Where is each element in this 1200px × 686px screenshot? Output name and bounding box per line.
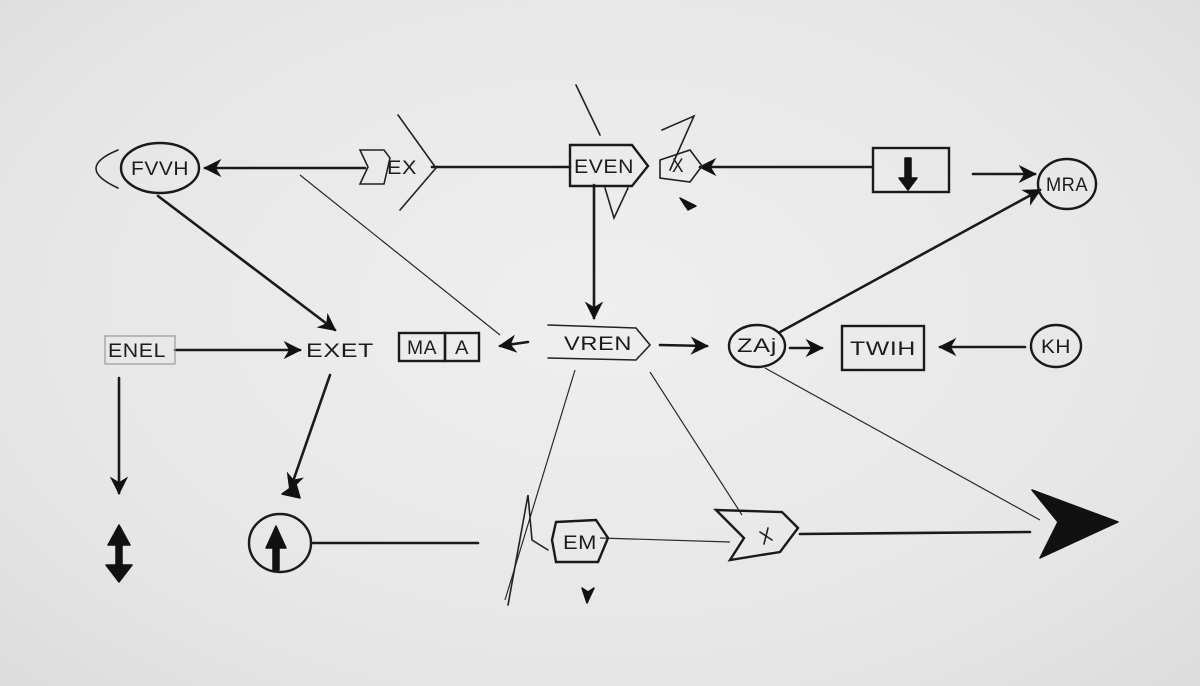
node-fvh[interactable]: FVVH xyxy=(95,141,201,195)
up-arrow-icon xyxy=(105,524,133,583)
node-zaj[interactable]: ZAj xyxy=(727,323,787,369)
node-enel-label: ENEL xyxy=(108,341,166,362)
down-arrow-icon xyxy=(898,157,918,191)
small-arrow-x-icon xyxy=(679,197,697,211)
edge-fvh-to-vren-thin xyxy=(299,174,501,336)
node-mra[interactable]: MRA xyxy=(1036,157,1098,211)
flame-stroke-left xyxy=(507,494,549,606)
node-fvh-label: FVVH xyxy=(131,159,189,180)
big-arrowhead-icon xyxy=(1031,489,1119,559)
node-kh-label: KH xyxy=(1041,337,1071,358)
node-twih[interactable]: TWIH xyxy=(840,324,926,372)
node-even[interactable]: EVEN xyxy=(568,143,650,188)
node-ex-shape xyxy=(358,149,391,185)
node-zaj-shape xyxy=(727,323,787,369)
node-x-label: X xyxy=(672,156,684,177)
node-zaj-label: ZAj xyxy=(737,336,777,357)
sketch-marks xyxy=(105,84,1119,606)
node-exet-label: EXET xyxy=(306,341,374,362)
node-em-shape xyxy=(550,518,610,564)
node-a[interactable]: A xyxy=(443,331,481,363)
node-down-box[interactable] xyxy=(871,146,951,194)
edge-vren-to-a xyxy=(498,334,530,353)
node-a-shape xyxy=(443,331,481,363)
node-out-chevron[interactable] xyxy=(713,508,800,562)
node-even-shape xyxy=(568,143,650,188)
even-triangle-stroke xyxy=(604,187,629,221)
node-vren-label: VREN xyxy=(564,334,632,355)
node-em[interactable]: EM xyxy=(550,518,610,564)
node-fvh-tail xyxy=(95,149,119,189)
node-enel-shape xyxy=(104,335,176,365)
edge-fvh-to-exet xyxy=(156,194,337,332)
node-ex[interactable]: EX xyxy=(358,149,417,185)
node-x[interactable]: X xyxy=(659,149,703,183)
node-ma[interactable]: MA xyxy=(397,331,447,363)
node-em-label: EM xyxy=(563,533,597,554)
node-exet[interactable]: EXET xyxy=(306,341,374,362)
node-vren[interactable]: VREN xyxy=(547,324,652,361)
edge-vren-to-right-down xyxy=(649,371,743,516)
up-arrow-circle-icon xyxy=(265,525,287,571)
edge-zaj-to-big-arrow xyxy=(764,367,1041,521)
edge-zaj-to-mra xyxy=(778,188,1042,334)
x-spike-stroke xyxy=(661,114,696,171)
node-mra-shape xyxy=(1036,157,1098,211)
node-even-label: EVEN xyxy=(574,157,634,178)
node-enel[interactable]: ENEL xyxy=(104,335,176,365)
small-down-arrow-icon xyxy=(581,587,595,604)
node-down-box-shape xyxy=(871,146,951,194)
node-twih-shape xyxy=(840,324,926,372)
edge-to-big-arrow xyxy=(798,530,1032,536)
edges xyxy=(109,157,1042,601)
node-ma-label: MA xyxy=(407,338,437,359)
even-top-stroke xyxy=(575,84,601,136)
edge-exet-down xyxy=(286,373,332,492)
node-a-label: A xyxy=(455,338,469,359)
node-ex-label: EX xyxy=(387,158,417,179)
node-kh[interactable]: KH xyxy=(1029,323,1083,369)
node-kh-shape xyxy=(1029,323,1083,369)
node-fvh-shape xyxy=(119,141,201,195)
node-twih-label: TWIH xyxy=(850,339,916,360)
small-arrow-exet-icon xyxy=(281,483,301,499)
node-up-circle-shape xyxy=(247,512,313,574)
node-vren-shape xyxy=(547,324,652,361)
node-x-shape xyxy=(659,149,703,183)
node-out-chevron-shape xyxy=(713,508,800,562)
edge-vren-to-zaj xyxy=(658,336,709,355)
node-mra-label: MRA xyxy=(1046,175,1088,196)
edge-em-to-out xyxy=(599,537,731,543)
node-out-chevron-mark xyxy=(759,527,773,545)
ex-chevron-sketch xyxy=(397,114,438,211)
node-up-circle[interactable] xyxy=(247,512,313,574)
